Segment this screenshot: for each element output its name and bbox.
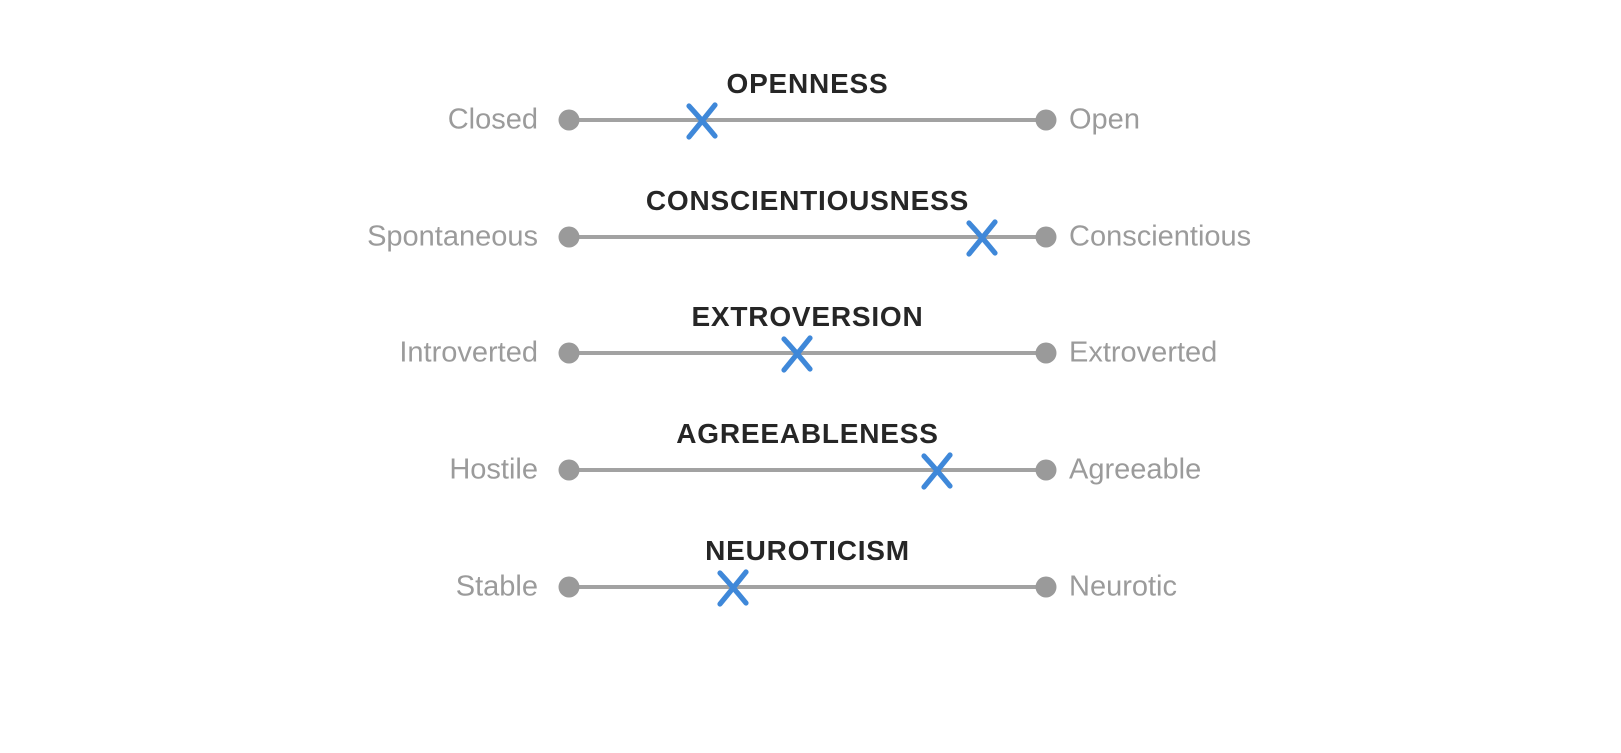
x-marker-icon: [920, 451, 954, 491]
endpoint-dot-left-icon: [558, 226, 580, 248]
endpoint-dot-left-icon: [558, 576, 580, 598]
endpoint-dot-left-icon: [558, 342, 580, 364]
scale-line: [569, 468, 1046, 472]
trait-row: CONSCIENTIOUSNESS Spontaneous Conscienti…: [0, 181, 1621, 297]
endpoint-dot-right-icon: [1035, 576, 1057, 598]
scale-left-label: Hostile: [449, 453, 538, 486]
scale-line: [569, 118, 1046, 122]
trait-title: CONSCIENTIOUSNESS: [645, 185, 970, 216]
trait-row: EXTROVERSION Introverted Extroverted: [0, 297, 1621, 413]
endpoint-dot-right-icon: [1035, 459, 1057, 481]
endpoint-dot-right-icon: [1035, 109, 1057, 131]
x-marker-icon: [685, 101, 719, 141]
x-marker-icon: [716, 568, 750, 608]
scale-left-label: Closed: [447, 103, 538, 136]
scale-right-label: Conscientious: [1069, 220, 1252, 253]
scale-right-label: Open: [1069, 103, 1140, 136]
trait-title: NEUROTICISM: [705, 535, 910, 566]
scale-left-label: Introverted: [399, 336, 538, 369]
endpoint-dot-left-icon: [558, 459, 580, 481]
endpoint-dot-left-icon: [558, 109, 580, 131]
scale-right-label: Agreeable: [1069, 453, 1202, 486]
endpoint-dot-right-icon: [1035, 342, 1057, 364]
x-marker-icon: [780, 334, 814, 374]
scale-line: [569, 351, 1046, 355]
trait-title: EXTROVERSION: [691, 301, 924, 332]
scale-line: [569, 585, 1046, 589]
trait-row: OPENNESS Closed Open: [0, 64, 1621, 180]
endpoint-dot-right-icon: [1035, 226, 1057, 248]
trait-title: AGREEABLENESS: [676, 418, 939, 449]
scale-left-label: Spontaneous: [367, 220, 538, 253]
scale-right-label: Extroverted: [1069, 336, 1218, 369]
scale-right-label: Neurotic: [1069, 570, 1177, 603]
trait-row: AGREEABLENESS Hostile Agreeable: [0, 414, 1621, 530]
trait-row: NEUROTICISM Stable Neurotic: [0, 531, 1621, 647]
scale-left-label: Stable: [455, 570, 538, 603]
trait-title: OPENNESS: [726, 68, 889, 99]
scale-line: [569, 235, 1046, 239]
x-marker-icon: [965, 218, 999, 258]
